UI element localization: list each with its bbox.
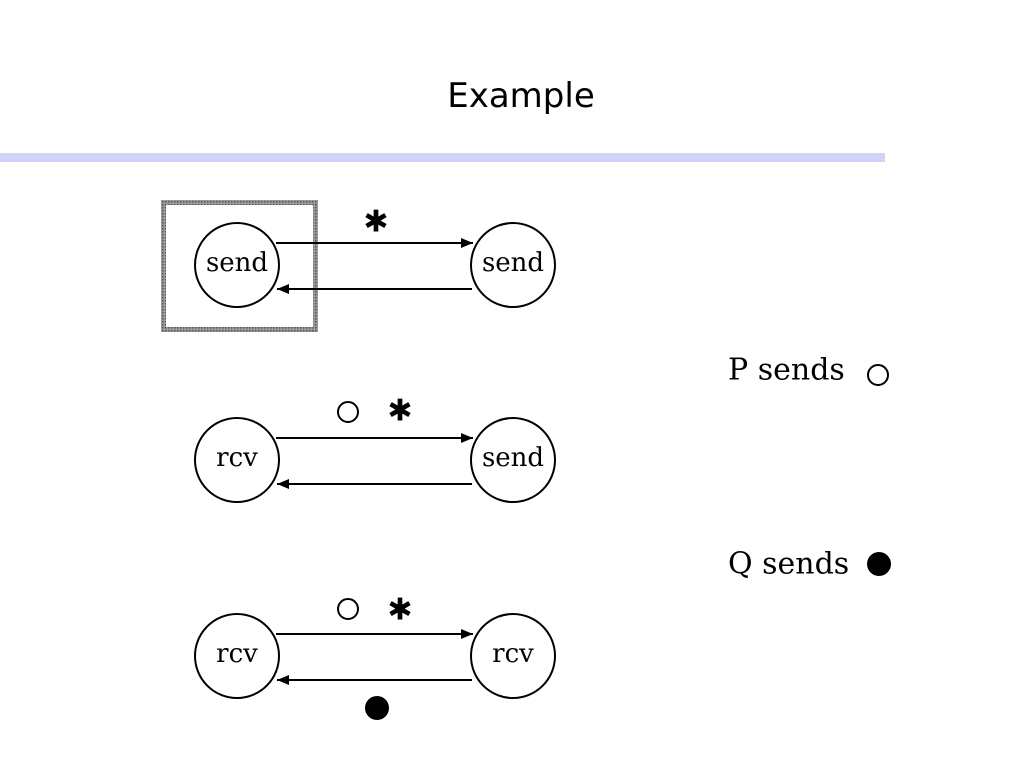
open-circle-marker	[337, 598, 359, 620]
state-node-left	[194, 222, 280, 308]
state-label-left: rcv	[216, 443, 258, 473]
state-node-right	[470, 417, 556, 503]
transition-row-3: rcv rcv ✱	[194, 593, 556, 720]
legend-q-sends: Q sends	[728, 547, 849, 582]
filled-circle-marker	[365, 696, 389, 720]
legend-p-sends: P sends	[728, 353, 845, 388]
star-marker: ✱	[387, 394, 412, 429]
legend-open-circle-marker	[867, 364, 889, 386]
state-node-right	[470, 222, 556, 308]
legend-filled-circle-marker	[867, 552, 891, 576]
state-label-left: rcv	[216, 639, 258, 669]
legend: P sends Q sends	[728, 353, 891, 582]
slide-title: Example	[447, 76, 595, 116]
transition-row-2: rcv send ✱	[194, 394, 556, 503]
title-rule	[0, 153, 885, 162]
state-label-right: rcv	[492, 639, 534, 669]
state-node-left	[194, 417, 280, 503]
star-marker: ✱	[387, 593, 412, 628]
open-circle-marker	[337, 401, 359, 423]
state-label-right: send	[482, 443, 544, 473]
star-marker: ✱	[363, 205, 388, 240]
state-node-right	[470, 613, 556, 699]
transition-row-1: send send ✱	[161, 200, 556, 332]
state-node-left	[194, 613, 280, 699]
state-label-right: send	[482, 248, 544, 278]
state-label-left: send	[206, 248, 268, 278]
